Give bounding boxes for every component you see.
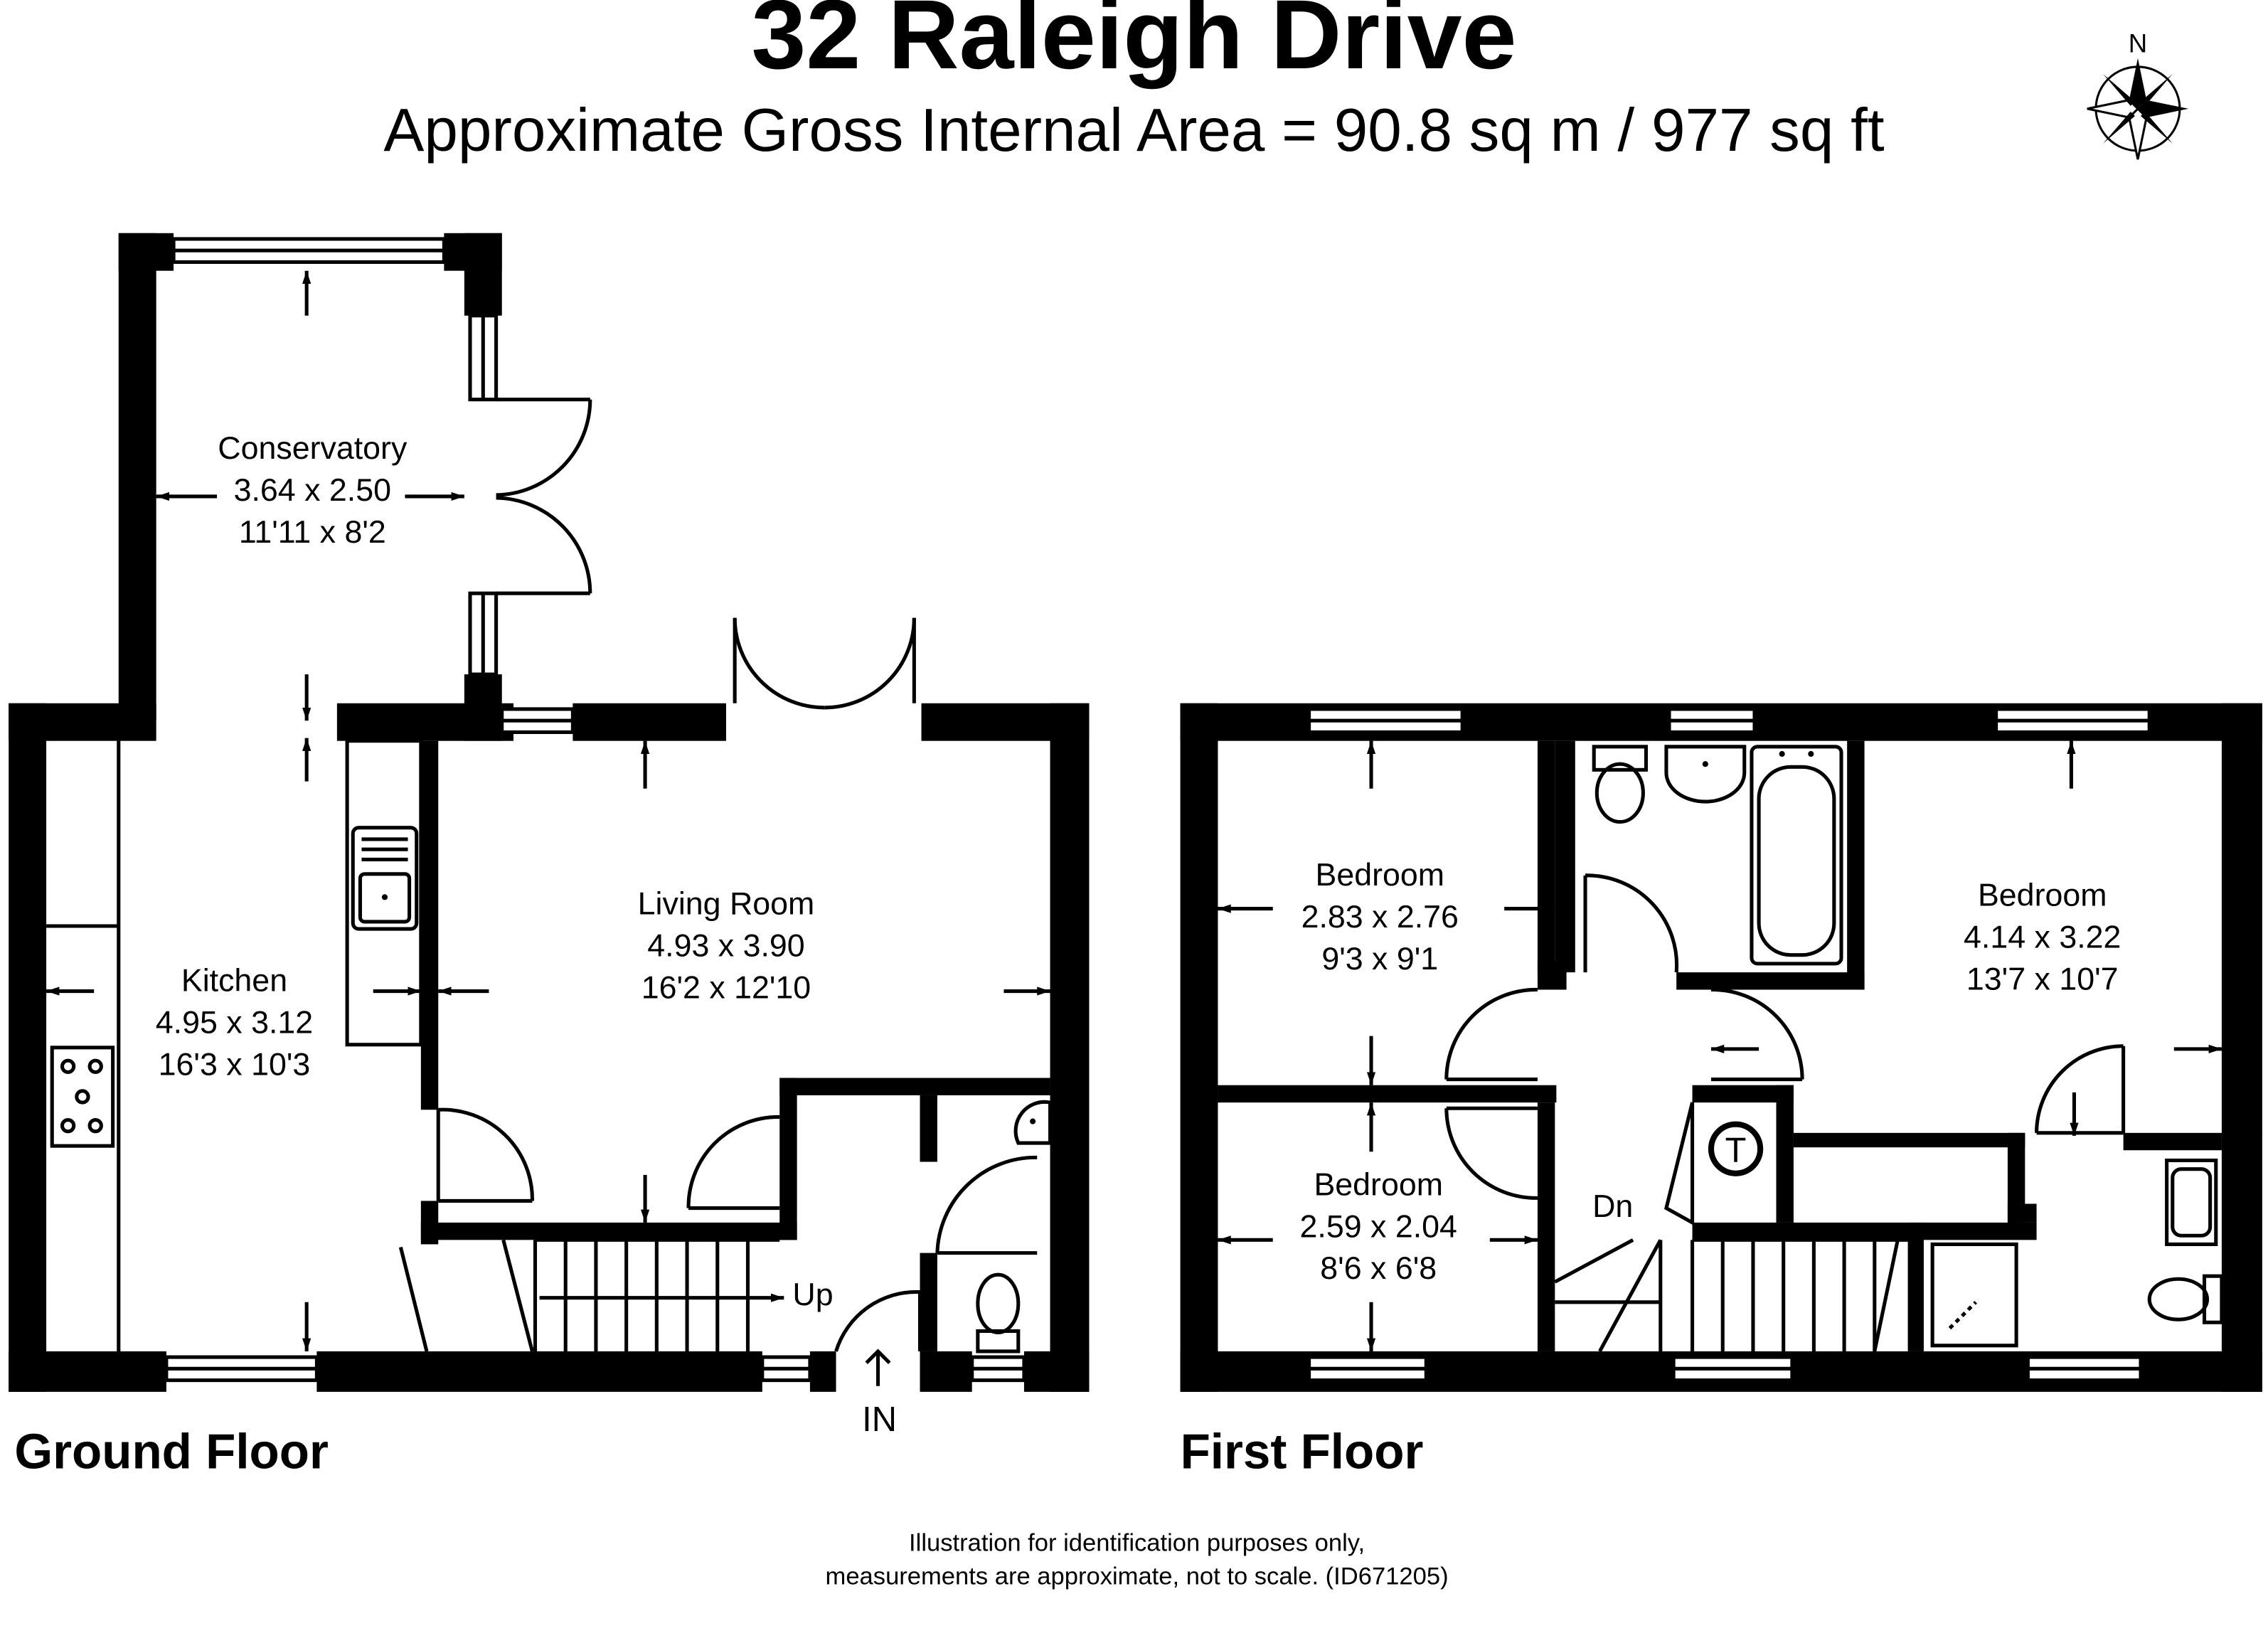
entrance-label: IN — [862, 1400, 897, 1439]
first-floor-label: First Floor — [1181, 1424, 1424, 1479]
kitchen-name: Kitchen — [181, 963, 287, 999]
bedroom-3-name: Bedroom — [1314, 1166, 1443, 1202]
gross-area-subtitle: Approximate Gross Internal Area = 90.8 s… — [383, 97, 1884, 164]
disclaimer-line-1: Illustration for identification purposes… — [909, 1530, 1365, 1557]
bedroom-2-metric: 4.14 x 3.22 — [1964, 920, 2121, 955]
living-room-metric: 4.93 x 3.90 — [647, 928, 804, 964]
ground-floor-label: Ground Floor — [14, 1424, 329, 1479]
bedroom-2-name: Bedroom — [1978, 878, 2107, 913]
kitchen-imperial: 16'3 x 10'3 — [159, 1046, 311, 1082]
compass-icon — [2087, 58, 2189, 160]
first-dimension-arrows — [1218, 740, 2222, 1351]
bedroom-3-metric: 2.59 x 2.04 — [1300, 1208, 1457, 1244]
ground-dimension-arrows — [46, 270, 1050, 1351]
ground-floor-plan — [9, 233, 1090, 1392]
tank-label: T — [1725, 1132, 1747, 1170]
bedroom-2-imperial: 13'7 x 10'7 — [1966, 961, 2119, 996]
conservatory-imperial: 11'11 x 8'2 — [239, 514, 386, 550]
bedroom-1-name: Bedroom — [1315, 857, 1444, 893]
page-title: 32 Raleigh Drive — [751, 0, 1516, 90]
conservatory-metric: 3.64 x 2.50 — [234, 472, 391, 508]
bedroom-1-metric: 2.83 x 2.76 — [1301, 899, 1459, 935]
bedroom-1-imperial: 9'3 x 9'1 — [1321, 941, 1438, 977]
bedroom-3-imperial: 8'6 x 6'8 — [1320, 1250, 1437, 1286]
disclaimer-line-2: measurements are approximate, not to sca… — [826, 1563, 1449, 1590]
kitchen-metric: 4.95 x 3.12 — [156, 1005, 313, 1041]
stairs-down-label: Dn — [1592, 1188, 1633, 1224]
stairs-up-label: Up — [792, 1277, 833, 1312]
first-floor-plan — [1180, 703, 2262, 1392]
living-room-name: Living Room — [638, 886, 815, 922]
compass-north-label: N — [2129, 29, 2147, 58]
conservatory-name: Conservatory — [218, 430, 408, 466]
living-room-imperial: 16'2 x 12'10 — [641, 970, 811, 1006]
